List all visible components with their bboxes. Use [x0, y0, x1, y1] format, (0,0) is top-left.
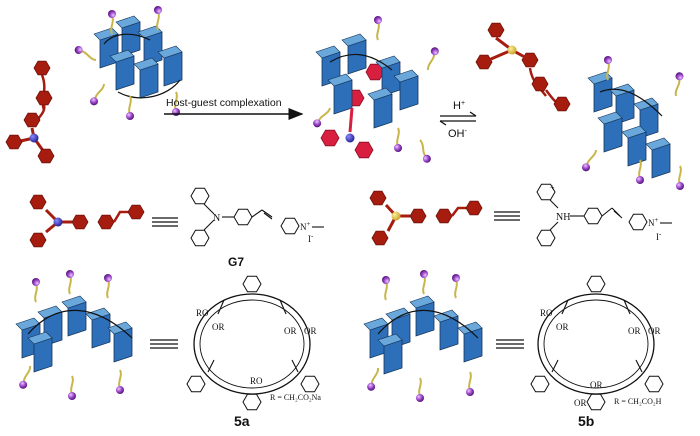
5a-or-3: OR: [304, 326, 317, 336]
protonated-plus: +: [550, 183, 555, 192]
5b-or-2: OR: [628, 326, 641, 336]
base-label: OH-: [448, 128, 468, 140]
host-5b-structure: [530, 275, 664, 411]
arrow-label: Host-guest complexation: [166, 97, 282, 109]
g7-ring-n: N+: [300, 220, 311, 232]
g7-n-atom: N: [213, 213, 220, 224]
5a-or-1: OR: [212, 322, 225, 332]
equivalence-sign-protonated: [494, 211, 520, 221]
5a-ro-2: RO: [250, 376, 263, 386]
complex-core-bead: [345, 133, 355, 143]
equivalence-sign-5a: [150, 339, 178, 349]
5a-label: 5a: [234, 413, 250, 429]
g7-iodide: I-: [308, 232, 314, 244]
protonated-ring-n: N+: [648, 216, 659, 228]
acid-label: H+: [453, 100, 465, 112]
protonated-iodide: I-: [656, 230, 662, 242]
free-host-model: [72, 5, 183, 121]
equilibrium-arrows: [439, 111, 477, 126]
nitrogen-core-bead: [29, 133, 39, 143]
5b-or-1: OR: [556, 322, 569, 332]
5a-or-2: OR: [284, 326, 297, 336]
5b-or-5: OR: [574, 398, 587, 408]
protonated-structure: [536, 183, 648, 247]
g7-structure: [190, 187, 300, 247]
5a-ro: RO: [196, 308, 209, 318]
g7-label: G7: [228, 255, 244, 269]
5b-label: 5b: [578, 413, 594, 429]
protonated-guest-cartoon: [369, 190, 483, 246]
free-guest-g7-model: [5, 60, 55, 164]
protonated-guest-model: [475, 22, 571, 112]
host-5a-structure: [186, 275, 320, 411]
5b-ro: RO: [540, 308, 553, 318]
equivalence-sign-5b: [496, 339, 524, 349]
released-host-model: [579, 55, 686, 191]
protonated-core-bead: [507, 45, 517, 55]
protonated-nh: NH: [556, 212, 570, 223]
g7-cartoon: [29, 194, 145, 248]
host-5a-cartoon: [15, 269, 133, 401]
host-guest-complex-model: [310, 15, 441, 165]
5a-r-def: R = CH₂CO₂Na: [270, 393, 321, 402]
5b-r-def: R = CH₂CO₂H: [614, 397, 662, 406]
equivalence-sign-g7: [152, 217, 178, 227]
5b-or-3: OR: [648, 326, 661, 336]
5b-or-4: OR: [590, 380, 603, 390]
host-5b-cartoon: [363, 269, 483, 403]
